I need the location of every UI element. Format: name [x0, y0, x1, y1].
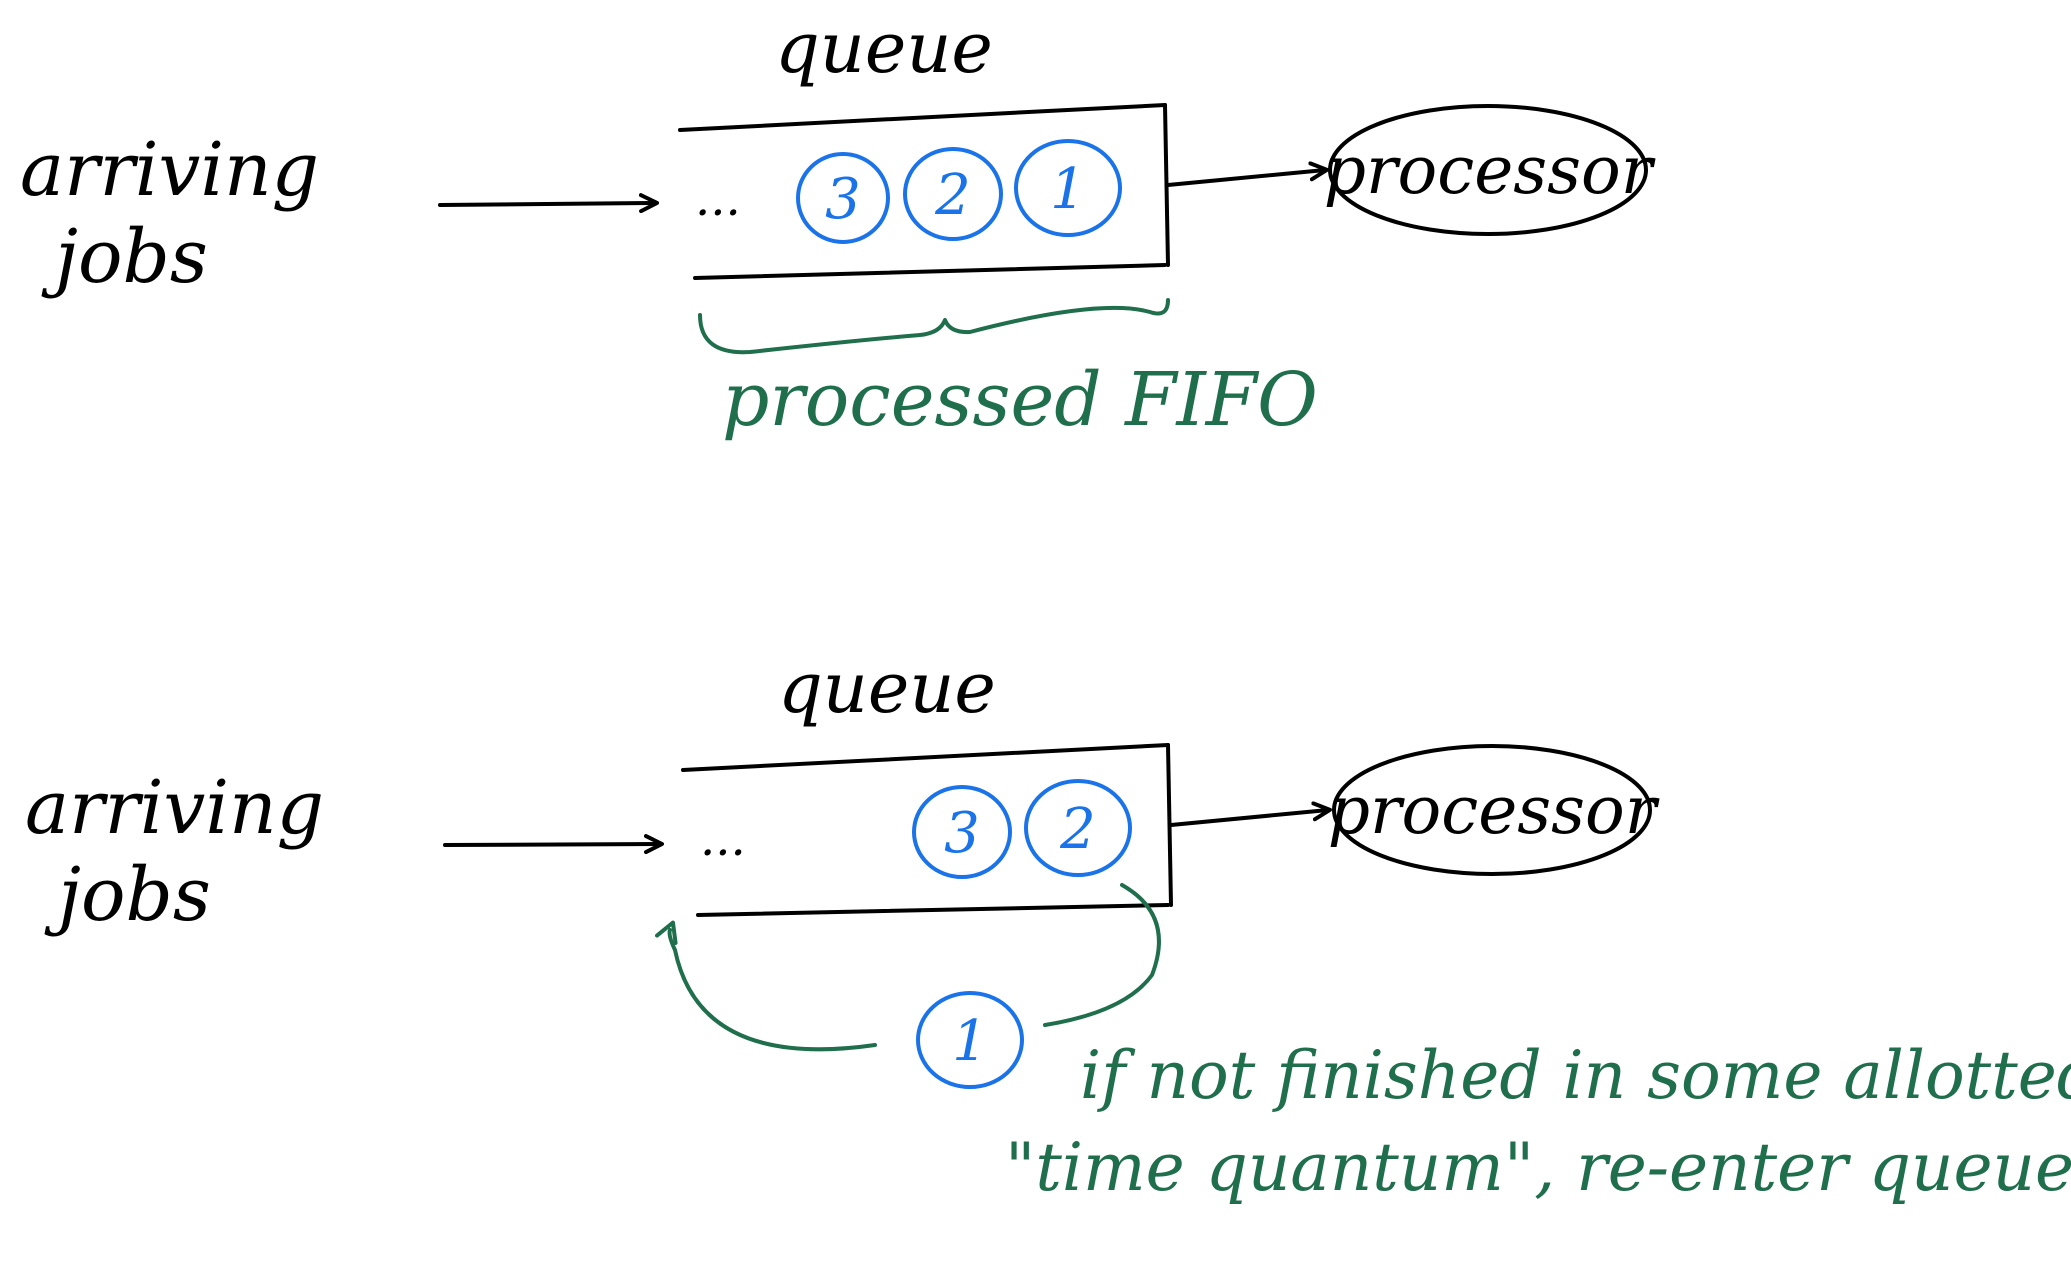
- job-number: 1: [1050, 157, 1086, 222]
- reenter-arrow: [655, 920, 877, 1052]
- job-circle-1: 1: [1014, 139, 1122, 237]
- recycled-job-circle: 1: [916, 991, 1024, 1089]
- incoming-arrow: [443, 834, 664, 855]
- job-number: 1: [952, 1009, 988, 1074]
- queue-ellipsis: ...: [695, 171, 741, 227]
- processor-arrow: [1169, 801, 1332, 827]
- fifo-brace: [698, 298, 1170, 355]
- processor-node: processor: [1324, 104, 1656, 236]
- processor-node: processor: [1328, 744, 1660, 876]
- processor-label: processor: [1328, 772, 1660, 849]
- queue-label: queue: [778, 647, 996, 729]
- queue-label: queue: [775, 7, 993, 89]
- note-line2: "time quantum", re-enter queue at end: [1005, 1129, 2071, 1206]
- input-label-line2: jobs: [41, 214, 208, 300]
- job-number: 2: [934, 163, 971, 228]
- fifo-diagram: arriving jobs queue ... 3 2 1: [20, 7, 1656, 443]
- processor-ellipse: [1332, 744, 1652, 876]
- input-label-line1: arriving: [25, 765, 324, 851]
- queue-box: [678, 103, 1170, 280]
- processor-arrow: [1166, 161, 1329, 187]
- input-label-line1: arriving: [20, 127, 319, 213]
- note-line1: if not finished in some allotted: [1080, 1037, 2071, 1114]
- job-circle-3: 3: [796, 152, 890, 244]
- round-robin-queue-diagram: arriving jobs queue ... 3 2 processor: [25, 647, 2071, 1206]
- job-number: 2: [1059, 797, 1096, 862]
- input-label-line2: jobs: [44, 852, 211, 938]
- job-circle-3: 3: [912, 785, 1012, 879]
- job-circle-2: 2: [1024, 779, 1132, 877]
- processor-ellipse: [1328, 104, 1648, 236]
- brace-label: processed FIFO: [722, 357, 1318, 443]
- processor-label: processor: [1324, 132, 1656, 209]
- queue-ellipsis: ...: [700, 811, 746, 867]
- job-circle-2: 2: [903, 147, 1003, 241]
- incoming-arrow: [438, 193, 659, 214]
- job-number: 3: [944, 801, 980, 866]
- job-number: 3: [825, 167, 861, 232]
- queue-box: [681, 743, 1173, 917]
- exit-loop-path: [1043, 883, 1161, 1027]
